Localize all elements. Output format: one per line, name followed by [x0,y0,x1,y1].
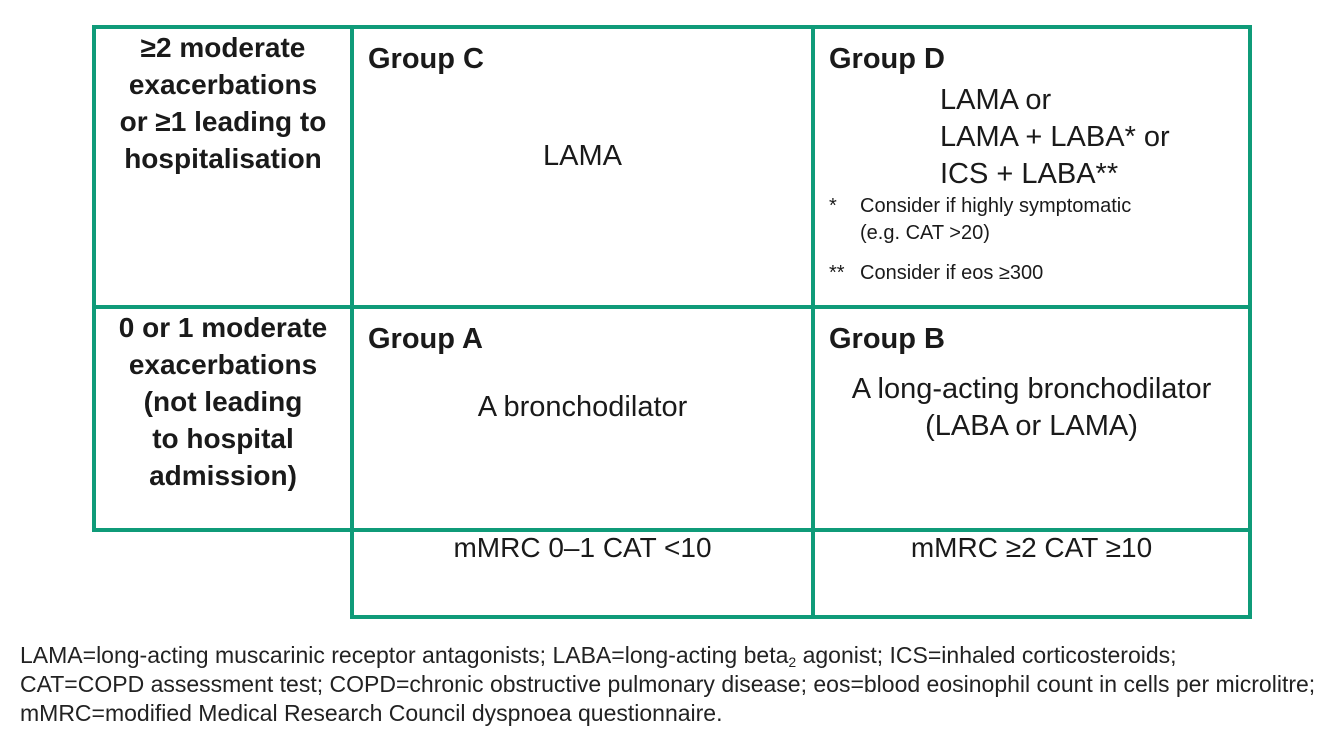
group-b-treatment: A long-acting bronchodilator (LABA or LA… [852,371,1212,445]
low-exacerbation-label-cell: 0 or 1 moderate exacerbations (not leadi… [92,305,354,532]
group-a-cell: Group A A bronchodilator [350,305,815,532]
high-exacerbation-label: ≥2 moderate exacerbations or ≥1 leading … [96,29,350,177]
treatment-line: LAMA or [940,84,1052,116]
caption-line3: mMRC=modified Medical Research Council d… [20,700,723,726]
group-c-cell: Group C LAMA [350,25,815,309]
label-line: 0 or 1 moderate [118,312,328,343]
treatment-line: (LABA or LAMA) [925,409,1138,442]
symptom-footer-row: mMRC 0–1 CAT <10 mMRC ≥2 CAT ≥10 [94,528,1252,619]
group-c-title: Group C [368,43,484,75]
label-line: ≥2 moderate [140,32,306,63]
high-exacerbation-row: ≥2 moderate exacerbations or ≥1 leading … [92,25,1252,309]
label-line: to hospital [152,423,294,454]
footnote-line: (e.g. CAT >20) [860,222,990,244]
group-d-cell: Group D LAMA or LAMA + LABA* or ICS + LA… [811,25,1252,309]
treatment-line: ICS + LABA** [940,158,1119,190]
label-line: exacerbations [128,349,318,380]
caption-line2: CAT=COPD assessment test; COPD=chronic o… [20,671,1316,697]
footnote-single-asterisk: * Consider if highly symptomatic (e.g. C… [829,193,1234,247]
label-line: exacerbations [128,69,318,100]
low-exacerbation-row: 0 or 1 moderate exacerbations (not leadi… [92,305,1252,532]
label-line: hospitalisation [124,143,322,174]
low-exacerbation-label: 0 or 1 moderate exacerbations (not leadi… [96,309,350,494]
footnote-marker: * [829,195,837,217]
group-d-footnotes: * Consider if highly symptomatic (e.g. C… [829,193,1234,293]
label-line: (not leading [143,386,303,417]
group-b-cell: Group B A long-acting bronchodilator (LA… [811,305,1252,532]
high-exacerbation-label-cell: ≥2 moderate exacerbations or ≥1 leading … [92,25,354,309]
footnote-marker: ** [829,262,845,284]
abbreviations-caption: LAMA=long-acting muscarinic receptor ant… [20,641,1320,728]
group-b-title: Group B [829,323,945,355]
group-d-title: Group D [829,43,945,75]
copd-treatment-matrix: ≥2 moderate exacerbations or ≥1 leading … [92,25,1252,619]
label-line: admission) [149,460,297,491]
footnote-double-asterisk: ** Consider if eos ≥300 [829,260,1234,287]
label-line: or ≥1 leading to [119,106,327,137]
treatment-line: A long-acting bronchodilator [851,372,1212,405]
group-a-treatment: A bronchodilator [477,391,688,423]
low-symptoms-cell: mMRC 0–1 CAT <10 [350,528,815,619]
footnote-line: Consider if eos ≥300 [860,262,1044,284]
subscript-2: 2 [788,654,797,670]
footnote-line: Consider if highly symptomatic [860,195,1132,217]
high-symptoms-cell: mMRC ≥2 CAT ≥10 [811,528,1252,619]
footnote-text: Consider if eos ≥300 [860,260,1234,287]
low-symptoms-text: mMRC 0–1 CAT <10 [453,532,712,563]
caption-line1: LAMA=long-acting muscarinic receptor ant… [20,642,1177,670]
group-c-treatment: LAMA [543,139,622,172]
group-a-title: Group A [368,323,483,355]
footer-spacer-cell [94,530,352,617]
group-d-treatment: LAMA or LAMA + LABA* or ICS + LABA** [940,82,1234,193]
high-symptoms-text: mMRC ≥2 CAT ≥10 [910,532,1153,563]
treatment-line: LAMA + LABA* or [940,121,1170,153]
footnote-text: Consider if highly symptomatic (e.g. CAT… [860,193,1234,247]
